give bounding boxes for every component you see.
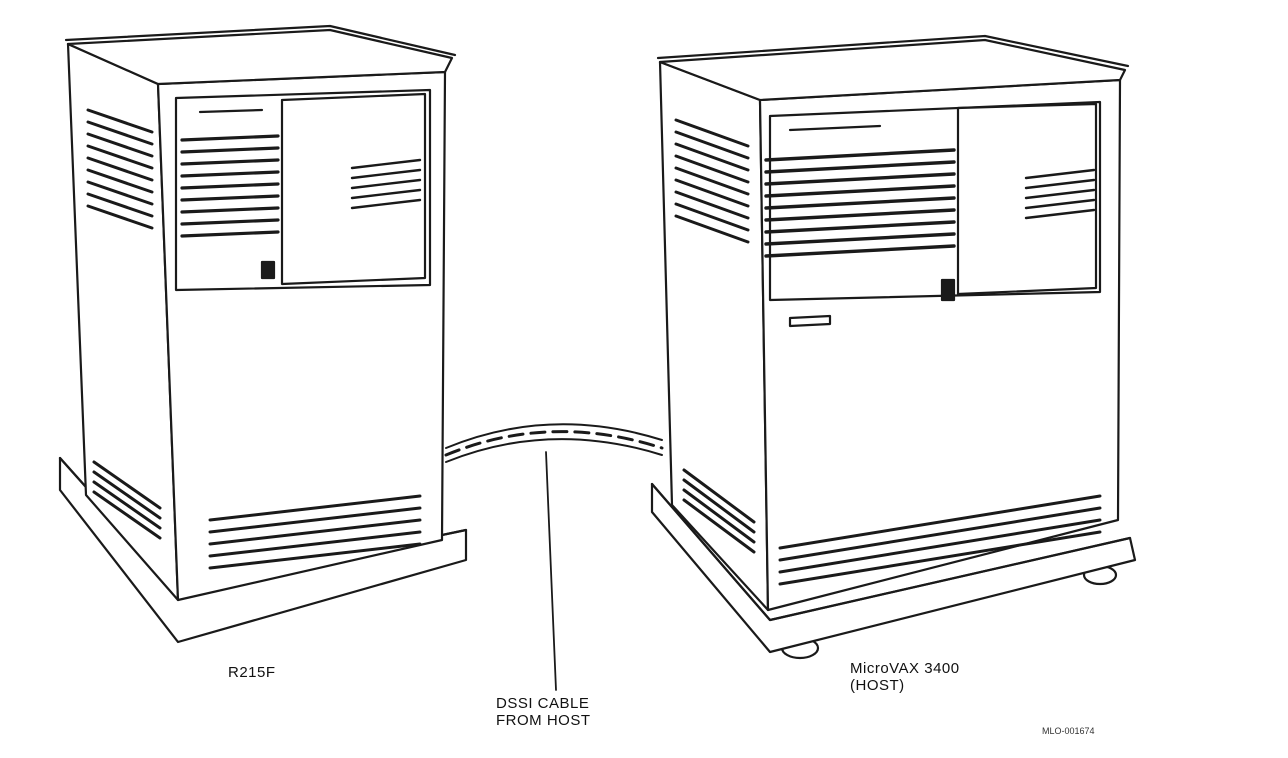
microvax-side-grille-top (674, 118, 750, 244)
r215f-top (66, 28, 454, 86)
r215f-label: R215F (228, 664, 276, 681)
r215f-side-grille-bottom (92, 460, 162, 540)
microvax-front-grille-top (764, 148, 956, 258)
r215f-power-switch (260, 260, 276, 280)
dssi-cable (444, 423, 664, 463)
r215f-front-grille-bottom (208, 494, 422, 570)
r215f-side-grille-top (86, 108, 154, 230)
microvax-host-label: MicroVAX 3400 (HOST) (850, 660, 960, 694)
microvax-power-switch (940, 278, 956, 302)
r215f-door-grille (350, 158, 422, 210)
cable-leader-line (545, 451, 557, 691)
microvax-top (658, 38, 1127, 102)
r215f-cabinet (58, 24, 468, 644)
microvax-cabinet (650, 34, 1137, 660)
microvax-side-grille-bottom (682, 468, 756, 554)
r215f-front-grille-top (180, 134, 280, 238)
microvax-badge (788, 314, 832, 328)
dssi-cable-label: DSSI CABLE FROM HOST (496, 695, 591, 729)
figure-code: MLO-001674 (1042, 726, 1095, 736)
microvax-front-grille-bottom (778, 494, 1102, 586)
microvax-door-grille (1024, 168, 1096, 220)
